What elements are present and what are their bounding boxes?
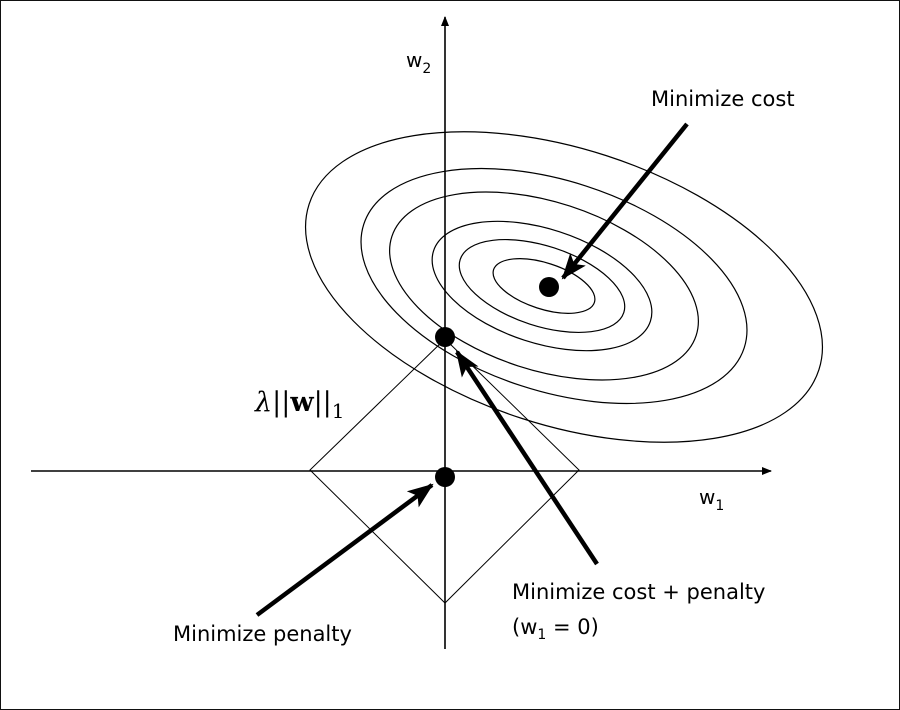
minimize-cost-penalty-label: Minimize cost + penalty — [512, 580, 765, 604]
x-axis-label: w1 — [699, 485, 724, 514]
minimize-cost-label: Minimize cost — [651, 87, 795, 111]
min-cost-arrow — [561, 122, 689, 280]
w1-zero-label: (w1 = 0) — [512, 615, 599, 643]
minimize-penalty-label: Minimize penalty — [173, 622, 352, 646]
contour-2 — [458, 238, 626, 334]
min-cost-penalty-arrow — [455, 350, 599, 566]
cost-contours — [304, 131, 824, 443]
contour-4 — [389, 191, 699, 381]
contour-5 — [360, 167, 748, 405]
min-penalty-arrow — [255, 483, 434, 617]
contour-6 — [304, 131, 824, 443]
contour-1 — [492, 258, 596, 314]
y-axis-label: w2 — [406, 48, 431, 77]
contour-3 — [431, 220, 653, 352]
penalty-label: λ||w||1 — [254, 387, 345, 423]
cost-minimum-point — [539, 277, 559, 297]
penalty-minimum-point — [435, 467, 455, 487]
cost-penalty-optimum-point — [435, 327, 455, 347]
